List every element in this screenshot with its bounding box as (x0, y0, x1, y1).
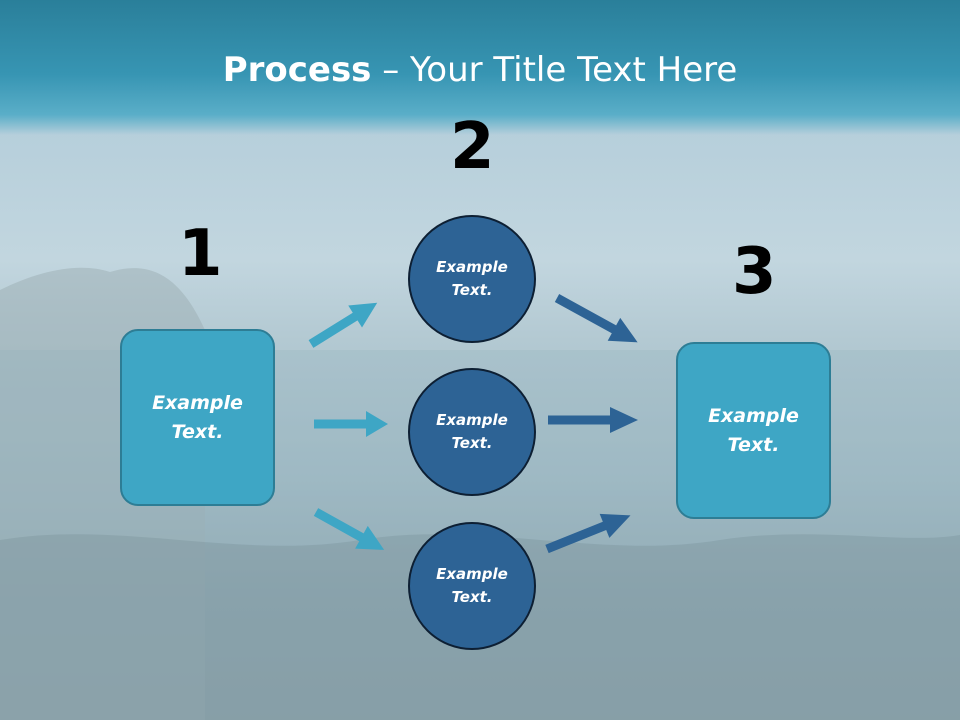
title-rest: – Your Title Text Here (371, 50, 738, 90)
arrow-1-to-bottom (313, 508, 385, 550)
circle-top: Example Text. (408, 215, 536, 343)
step-3-box: Example Text. (676, 342, 831, 519)
step-3-text: Example Text. (708, 405, 799, 456)
arrow-middle-to-3 (548, 407, 638, 433)
step-1-box: Example Text. (120, 329, 275, 506)
circle-bottom-text: Example Text. (436, 564, 508, 606)
title-bold: Process (222, 50, 372, 90)
step-number-3: 3 (732, 235, 777, 309)
step-1-text: Example Text. (152, 392, 243, 443)
arrow-bottom-to-3 (545, 513, 631, 554)
circle-middle-text: Example Text. (436, 410, 508, 452)
title-band (0, 0, 960, 135)
arrow-1-to-top (308, 302, 378, 348)
step-number-1: 1 (178, 217, 223, 291)
slide-title: Process – Your Title Text Here (0, 50, 960, 90)
arrow-1-to-middle (314, 411, 388, 437)
step-number-2: 2 (450, 110, 495, 184)
circle-bottom: Example Text. (408, 522, 536, 650)
circle-top-text: Example Text. (436, 257, 508, 299)
arrow-top-to-3 (554, 294, 638, 343)
circle-middle: Example Text. (408, 368, 536, 496)
